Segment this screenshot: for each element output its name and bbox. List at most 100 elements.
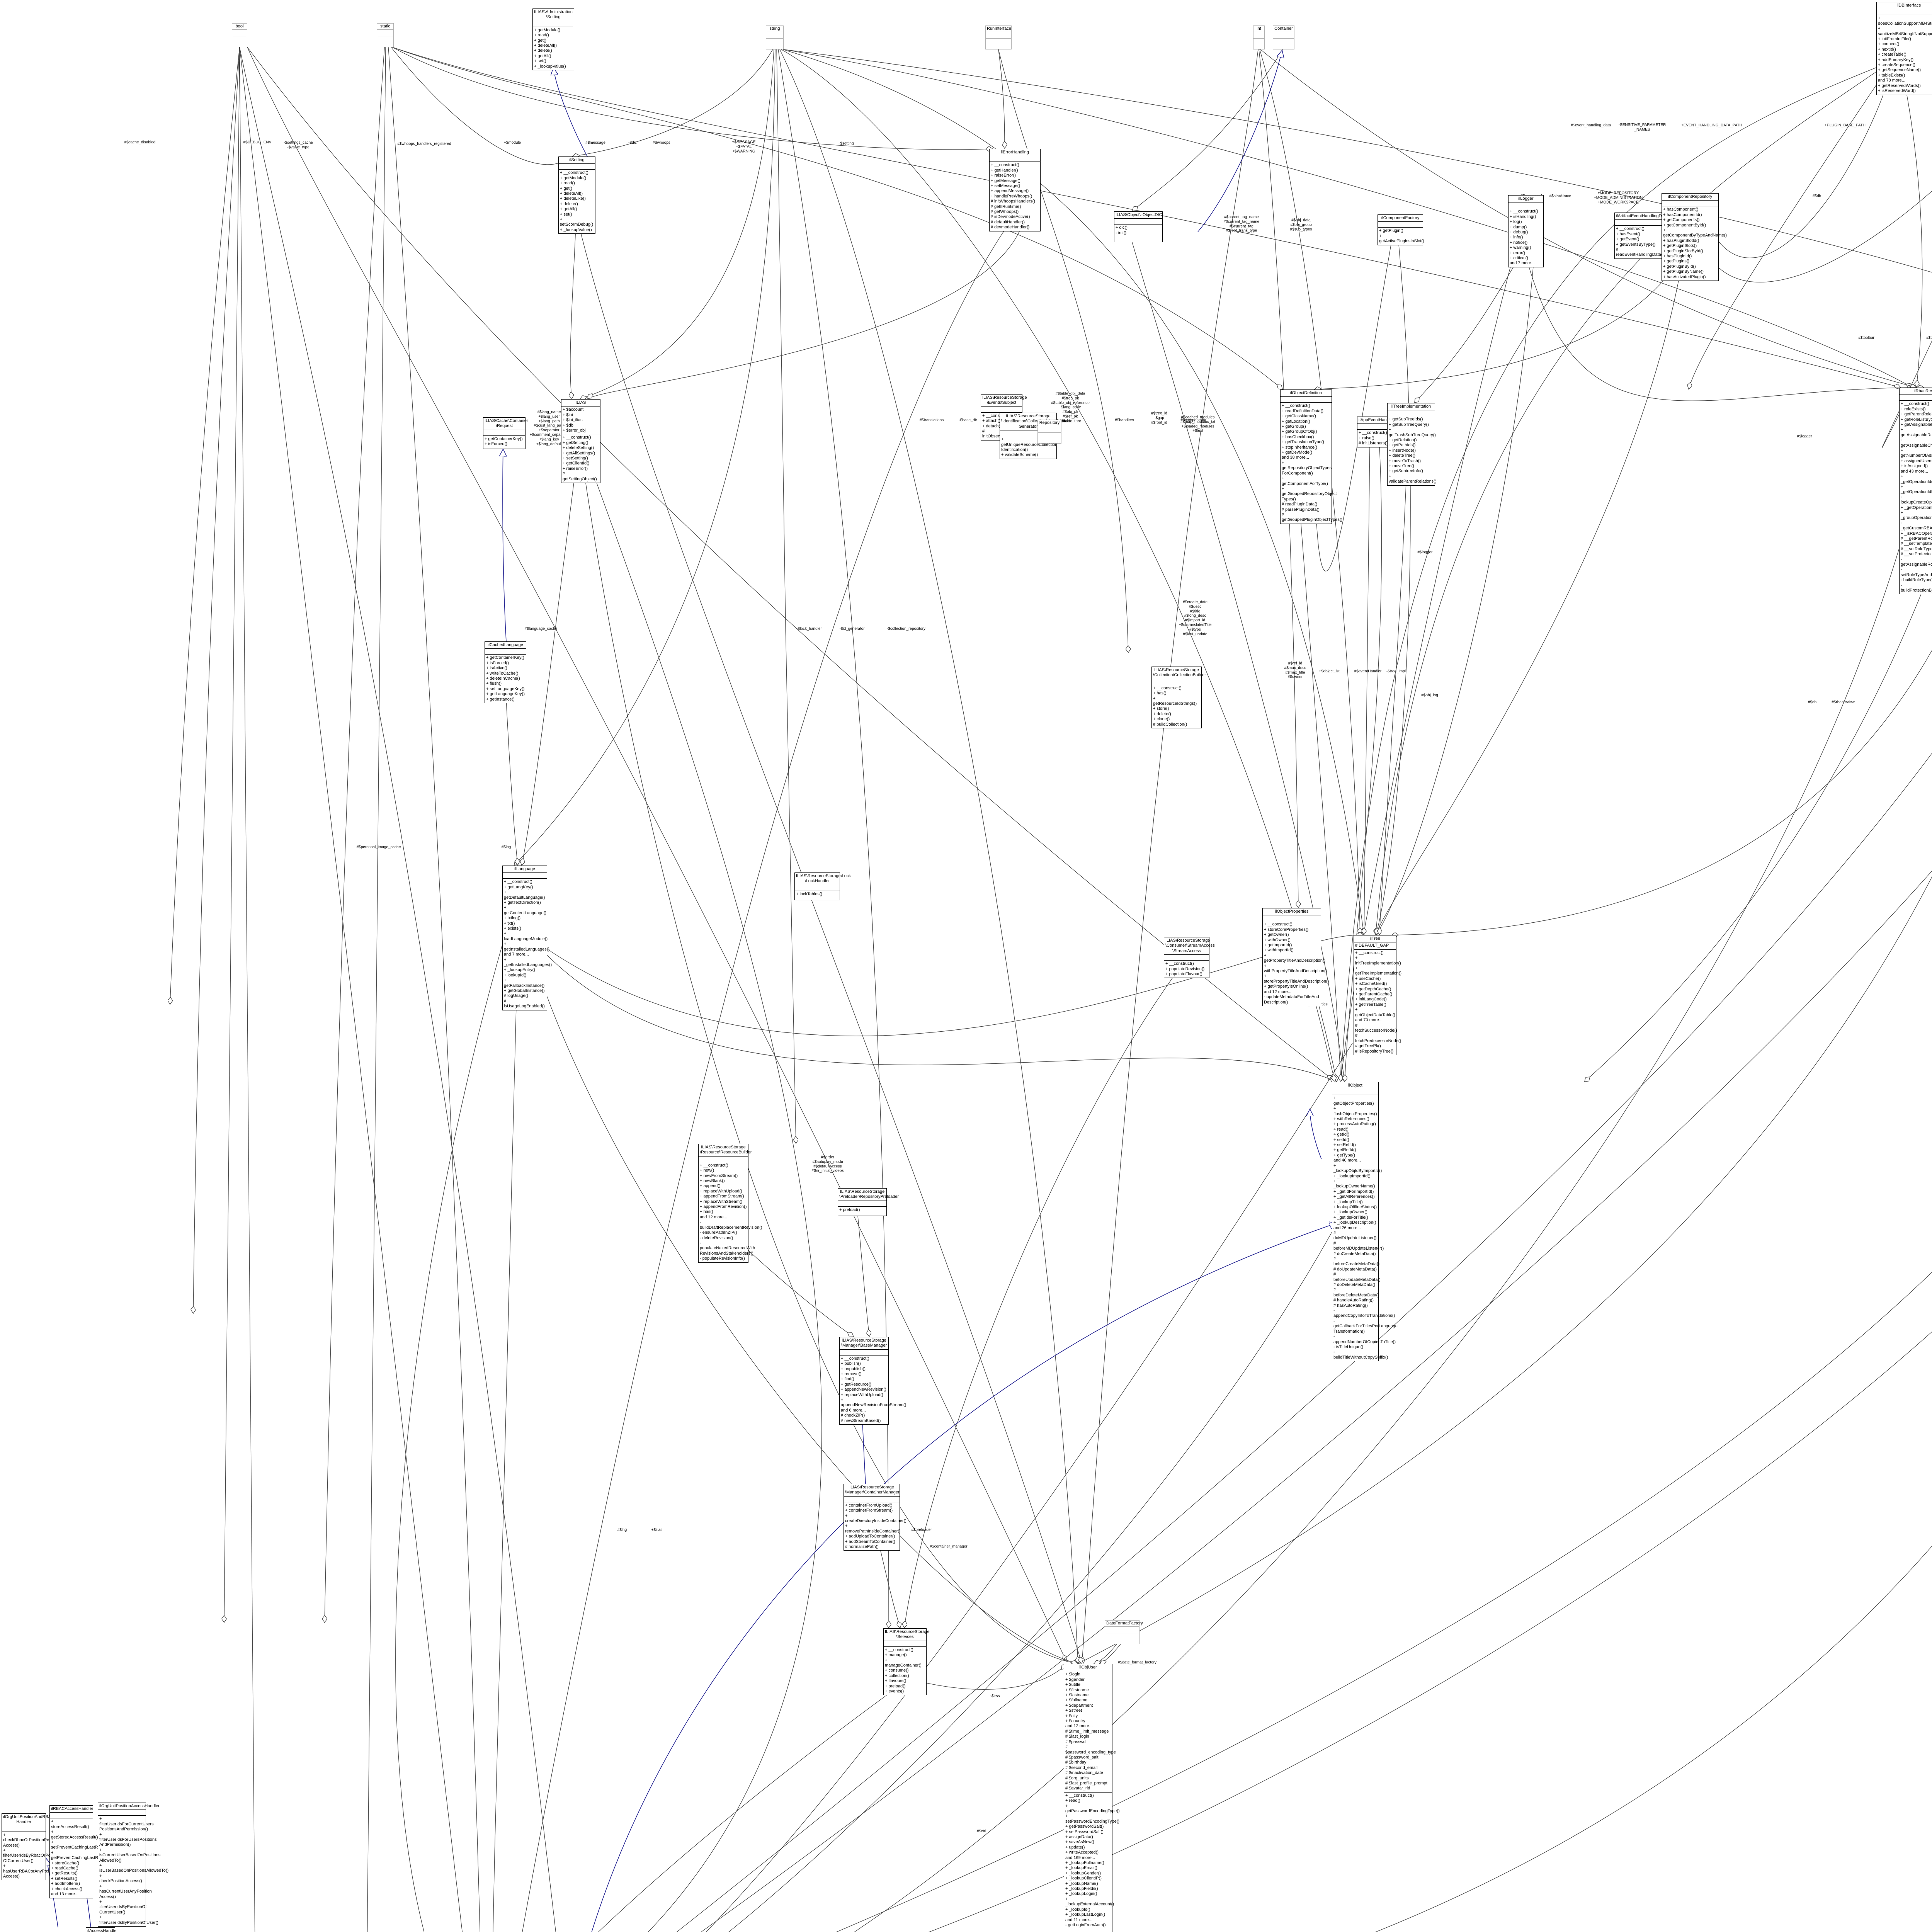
class-node-ilobjuser[interactable]: ilObjUser+ $login + $gender + $utitle + … [1064, 1664, 1120, 1932]
class-node-ilrbacreview[interactable]: ilRbacReview+ __construct() + roleExists… [1899, 388, 1932, 595]
class-node-string[interactable]: string [766, 26, 784, 49]
class-node-attributes [503, 873, 547, 879]
class-node-operations: + getContainerKey() + isForced() + isAct… [486, 655, 525, 702]
edge-label: #$rbacreview [1832, 700, 1855, 705]
class-node-ilcachecontainerrequest[interactable]: ILIAS\Cache\Container \Request + getConta… [483, 417, 528, 449]
class-node-ilias_admin_setting[interactable]: ILIAS\Administration \Setting+ getModule… [532, 9, 574, 71]
class-node-title: int [1253, 26, 1264, 32]
class-node-attributes [1388, 410, 1435, 417]
class-node-title: ILIAS\ResourceStorage \Events\Subject [981, 395, 1027, 407]
class-node-illanguage[interactable]: ilLanguage+ __construct() + getLangKey()… [502, 866, 552, 1010]
class-node-title: static [377, 24, 393, 30]
class-node-int[interactable]: int [1253, 26, 1265, 49]
class-node-ilcomponentfactory[interactable]: ilComponentFactory+ getPlugin() + getAct… [1378, 214, 1424, 245]
class-node-title: ILIAS\ResourceStorage \Services [884, 1629, 930, 1641]
class-node-attributes [1509, 202, 1543, 209]
class-node-ilcomponentrepository[interactable]: ilComponentRepository+ hasComponent() + … [1662, 193, 1727, 281]
class-node-ilaccesshandler[interactable]: ilAccessHandler [86, 1927, 118, 1932]
class-node-ilias_rs_services[interactable]: ILIAS\ResourceStorage \Services + __const… [883, 1628, 930, 1696]
class-node-static[interactable]: static [377, 23, 394, 47]
class-node-bool[interactable]: bool [232, 23, 247, 47]
edge-label: #$logger [1417, 550, 1433, 555]
edge-label: -$id_generator [839, 627, 865, 631]
class-node-attributes [986, 32, 1011, 39]
class-node-ilrbacaccesshandler[interactable]: ilRBACAccessHandler+ storeAccessResult()… [49, 1805, 110, 1898]
class-node-title: ilObjectDefinition [1281, 390, 1332, 397]
class-node-operations: + containerFromUpload() + containerFromS… [845, 1503, 906, 1549]
class-node-ilartifacteventhandlingdata[interactable]: ilArtifactEventHandlingData+ __construct… [1614, 213, 1668, 259]
class-node-ilias_rs_repositorypreloader[interactable]: ILIAS\ResourceStorage \Preloader\Reposit… [838, 1188, 899, 1216]
class-node-operations: + preload() [839, 1207, 860, 1212]
class-node-title: ilTreeImplementation [1388, 403, 1435, 411]
class-node-ilsetting[interactable]: ilSetting+ __construct() + getModule() +… [558, 156, 595, 234]
class-node-ilobject[interactable]: ilObject+ getObjectProperties() + flushO… [1332, 1082, 1398, 1362]
edge-label: #$obj_log [1421, 693, 1438, 698]
class-node-title: ilTree [1354, 935, 1396, 943]
class-node-ilobjectproperties[interactable]: ilObjectProperties+ __construct() + stor… [1262, 908, 1329, 1006]
class-node-dateformatfactory[interactable]: DateFormatFactory [1105, 1620, 1143, 1644]
edge-label: -$collection_repository [886, 627, 926, 631]
class-node-illogger[interactable]: ilLogger+ __construct() + isHandling() +… [1508, 195, 1544, 267]
class-node-operations: + __construct() + getModule() + read() +… [560, 170, 594, 232]
edge-label: +$objectList [1319, 669, 1340, 674]
class-node-attributes [1332, 1089, 1378, 1095]
class-node-title: ilOrgUnitPositionAndRBACAccess Handler [2, 1814, 68, 1826]
class-node-ilias_rs_containermanager[interactable]: ILIAS\ResourceStorage \Manager\Container… [844, 1484, 906, 1551]
class-node-operations: + __construct() + has() + getResourceIdS… [1153, 685, 1197, 727]
edge-label: #$handlers [1115, 418, 1134, 423]
edge-label: #$logger [1797, 434, 1812, 439]
class-node-iltree[interactable]: ilTree# DEFAULT_GAP+ __construct() + ini… [1354, 935, 1402, 1055]
class-node-title: RunInterface [986, 26, 1011, 32]
edge-label: #$create_date #$desc #$title #$long_desc… [1179, 600, 1212, 636]
class-node-ilias_rs_collectionbuilder[interactable]: ILIAS\ResourceStorage \Collection\Collec… [1151, 667, 1206, 729]
edge-label: #$lng [501, 845, 511, 850]
class-node-attributes [533, 21, 574, 27]
edge-label: #$message [585, 141, 605, 145]
edge-label: #$language_cache [524, 627, 558, 631]
class-node-ilobjectdefinition[interactable]: ilObjectDefinition+ __construct() + read… [1280, 389, 1342, 524]
class-node-ilias_object_ilobjectdic_1[interactable]: ILIAS\Object\ilObjectDIC+ dic() - init() [1114, 211, 1163, 242]
class-node-ilias_rs_consumer_streamaccess[interactable]: ILIAS\ResourceStorage \Consumer\StreamAc… [1164, 937, 1215, 978]
class-node-operations: + storeAccessResult() + getStoredAccessR… [51, 1819, 110, 1897]
class-node-title: string [766, 26, 783, 32]
edge-label: -$settings_cache -$value_type [284, 141, 313, 150]
class-node-ilorgunitpositionandrbac[interactable]: ilOrgUnitPositionAndRBACAccess Handler+ … [2, 1813, 68, 1881]
class-node-attributes [1263, 915, 1321, 922]
edge-label: #$cached_modules #$map_modules_txt +$loa… [1180, 415, 1216, 433]
class-node-attributes [838, 1201, 886, 1207]
class-node-operations: + __construct() + getSetting() + deleteS… [563, 435, 597, 481]
class-node-ilorgunitpositionaccesshandler[interactable]: ilOrgUnitPositionAccessHandler+ filterUs… [98, 1803, 168, 1927]
class-node-attributes [1281, 397, 1332, 403]
edge-label: +$MESSAGE +$FATAL +$WARNING [732, 140, 756, 153]
class-node-runinterface[interactable]: RunInterface [985, 26, 1012, 49]
class-node-title: ILIAS\Cache\Container \Request [483, 418, 528, 430]
edge-label: -$lock_handler [796, 627, 822, 631]
class-node-iltreeimplementation[interactable]: ilTreeImplementation+ getSubTreeIds() + … [1387, 403, 1437, 486]
class-node-operations: + __construct() + manage() + manageConta… [885, 1647, 922, 1694]
class-node-attributes [377, 30, 393, 37]
class-node-attributes [766, 32, 783, 39]
class-node-ilias_rs_basemanager[interactable]: ILIAS\ResourceStorage \Manager\BaseManag… [839, 1337, 906, 1425]
class-node-repository[interactable]: Repository [1037, 420, 1061, 444]
class-node-ilias_rs_resourcebuilder[interactable]: ILIAS\ResourceStorage \Resource\Resource… [698, 1144, 762, 1263]
class-node-operations: + getPlugin() + getActivePluginsInSlot() [1379, 228, 1424, 244]
class-node-ildbinterface[interactable]: ilDBInterface+ doesCollationSupportMB4St… [1876, 2, 1932, 95]
class-node-operations: + __construct() + publish() + unpublish(… [841, 1356, 906, 1423]
edge-label: #$stacktrace [1549, 194, 1571, 199]
class-node-operations: + getContainerKey() + isForced() [485, 436, 523, 447]
class-node-operations: + __construct() + initTreeImplementation… [1355, 950, 1402, 1054]
edge-label: +$setting [838, 141, 854, 146]
class-node-title: ILIAS\ResourceStorage \Manager\BaseManag… [840, 1337, 888, 1350]
class-node-ilias_rs_lockhandler[interactable]: ILIAS\ResourceStorage\Lock \LockHandler+… [794, 872, 851, 900]
class-node-attributes [1253, 32, 1264, 39]
class-node-operations: + __construct() + storeCoreProperties() … [1264, 922, 1329, 1005]
class-node-title: ilLogger [1509, 196, 1543, 203]
class-node-ilcachedlanguage[interactable]: ilCachedLanguage+ getContainerKey() + is… [485, 641, 526, 704]
class-node-operations: + __construct() + getLangKey() + getDefa… [504, 879, 552, 1009]
class-node-ilerrorhandling[interactable]: ilErrorHandling+ __construct() + getHand… [989, 149, 1041, 231]
class-node-container[interactable]: Container [1273, 26, 1294, 49]
class-node-title: ILIAS\ResourceStorage \Collection\Collec… [1152, 667, 1206, 679]
class-node-ilias_node[interactable]: ILIAS+ $account + $ini + $ini_ilias + $d… [561, 399, 600, 483]
class-node-attributes [1273, 32, 1294, 39]
